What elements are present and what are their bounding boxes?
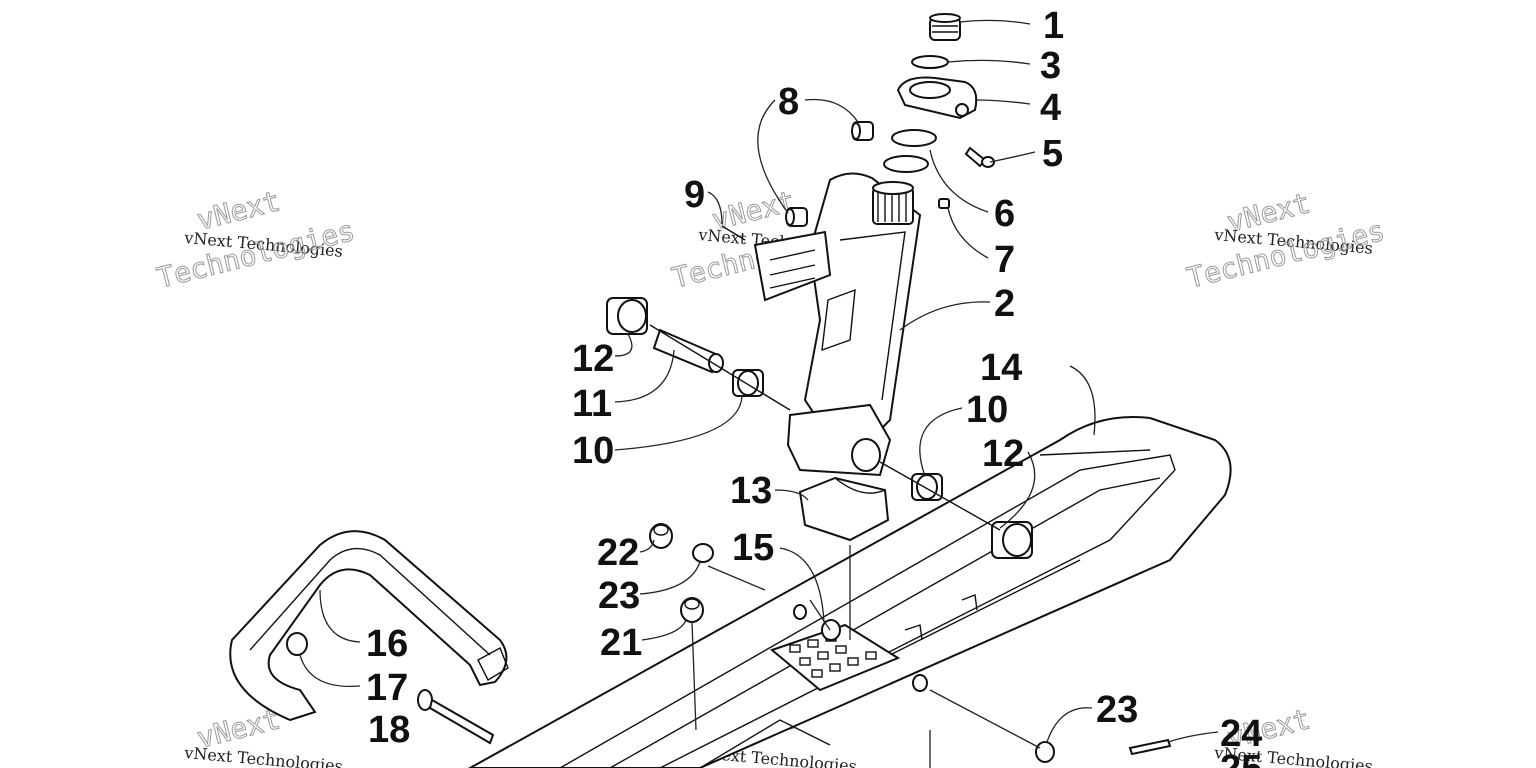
callout-1: 1 — [1043, 5, 1064, 47]
part-grease-fitting — [938, 198, 950, 209]
callout-21: 21 — [600, 622, 642, 664]
callout-23: 23 — [598, 575, 640, 617]
watermark-bottom-left: vNext vNext Technologies — [183, 702, 344, 768]
part-bushing-10-right — [911, 473, 943, 501]
callout-11: 11 — [572, 383, 612, 425]
callout-18: 18 — [368, 709, 410, 751]
callout-12: 12 — [982, 433, 1024, 475]
callout-5: 5 — [1042, 133, 1063, 175]
part-clamp — [896, 76, 978, 120]
part-snap-ring — [911, 55, 949, 69]
callout-2: 2 — [994, 283, 1015, 325]
part-nut-21 — [680, 597, 704, 623]
callout-14: 14 — [980, 347, 1022, 389]
callout-7: 7 — [994, 239, 1015, 281]
callout-17: 17 — [366, 667, 408, 709]
axle-centerline-right — [879, 461, 1001, 531]
watermark-right: vNext vNext Technologies Technologies — [1183, 186, 1388, 295]
part-bushing-10-left — [732, 369, 764, 397]
callout-4: 4 — [1040, 87, 1061, 129]
part-bolt — [964, 146, 995, 168]
callout-25: 25 — [1220, 748, 1262, 768]
callout-6: 6 — [994, 193, 1015, 235]
callout-15: 15 — [732, 527, 774, 569]
callout-13: 13 — [730, 470, 772, 512]
part-bushing-upper — [851, 121, 874, 141]
ski-handle — [229, 530, 509, 722]
part-bumper-block — [798, 476, 890, 542]
part-screw — [721, 225, 746, 241]
part-cotter-pin — [1128, 738, 1172, 756]
watermark-company: vNext Technologies — [183, 743, 344, 768]
spindle-assembly — [753, 172, 922, 477]
part-bushing-lower — [785, 207, 808, 227]
callout-labels: 1 3 4 5 8 9 6 7 2 14 12 11 10 10 12 13 2… — [366, 5, 1262, 768]
part-nut-17 — [286, 632, 308, 656]
part-washer-upper — [891, 129, 937, 147]
part-sleeve-11 — [652, 328, 724, 374]
part-washer-lower — [883, 155, 929, 173]
callout-9: 9 — [684, 174, 705, 216]
watermark-word-vnext: vNext — [194, 184, 284, 236]
part-nut-22 — [649, 523, 673, 549]
callout-3: 3 — [1040, 45, 1061, 87]
callout-10: 10 — [966, 389, 1008, 431]
callout-24: 24 — [1220, 713, 1262, 755]
part-bushing-12-left — [606, 297, 648, 335]
callout-10: 10 — [572, 430, 614, 472]
part-washer-23-lower — [1035, 741, 1055, 763]
part-washer-23 — [692, 543, 714, 563]
axle-centerline-left — [649, 324, 791, 411]
watermark-left: vNext vNext Technologies Technologies — [153, 184, 358, 295]
part-cap — [929, 13, 961, 41]
callout-16: 16 — [366, 623, 408, 665]
leader-lines — [299, 19, 1219, 768]
part-bolt-18 — [417, 689, 495, 745]
callout-23: 23 — [1096, 689, 1138, 731]
part-bushing-12-right — [991, 521, 1033, 559]
callout-8: 8 — [778, 81, 799, 123]
callout-22: 22 — [597, 532, 639, 574]
callout-12: 12 — [572, 338, 614, 380]
